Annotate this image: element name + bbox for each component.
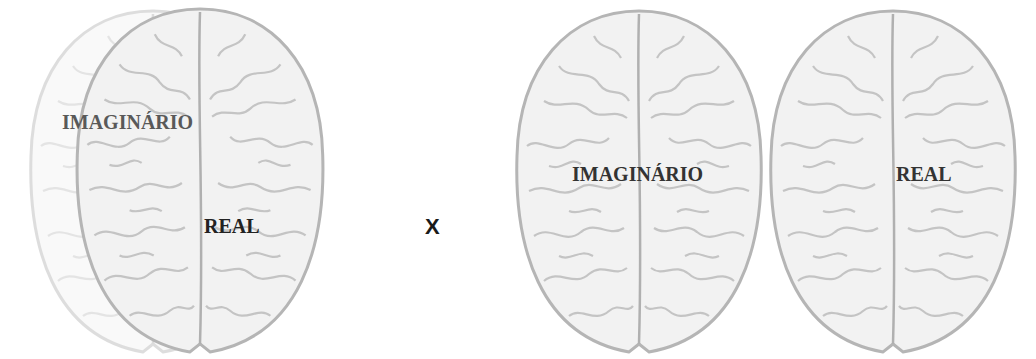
brain — [77, 9, 323, 352]
brain-label: IMAGINÁRIO — [572, 162, 703, 186]
brain-label: IMAGINÁRIO — [62, 110, 193, 134]
brain-label: REAL — [204, 214, 260, 238]
brain — [771, 11, 1015, 352]
brain — [517, 11, 761, 352]
comparison-mark: X — [425, 214, 440, 240]
brain-label: REAL — [896, 162, 952, 186]
